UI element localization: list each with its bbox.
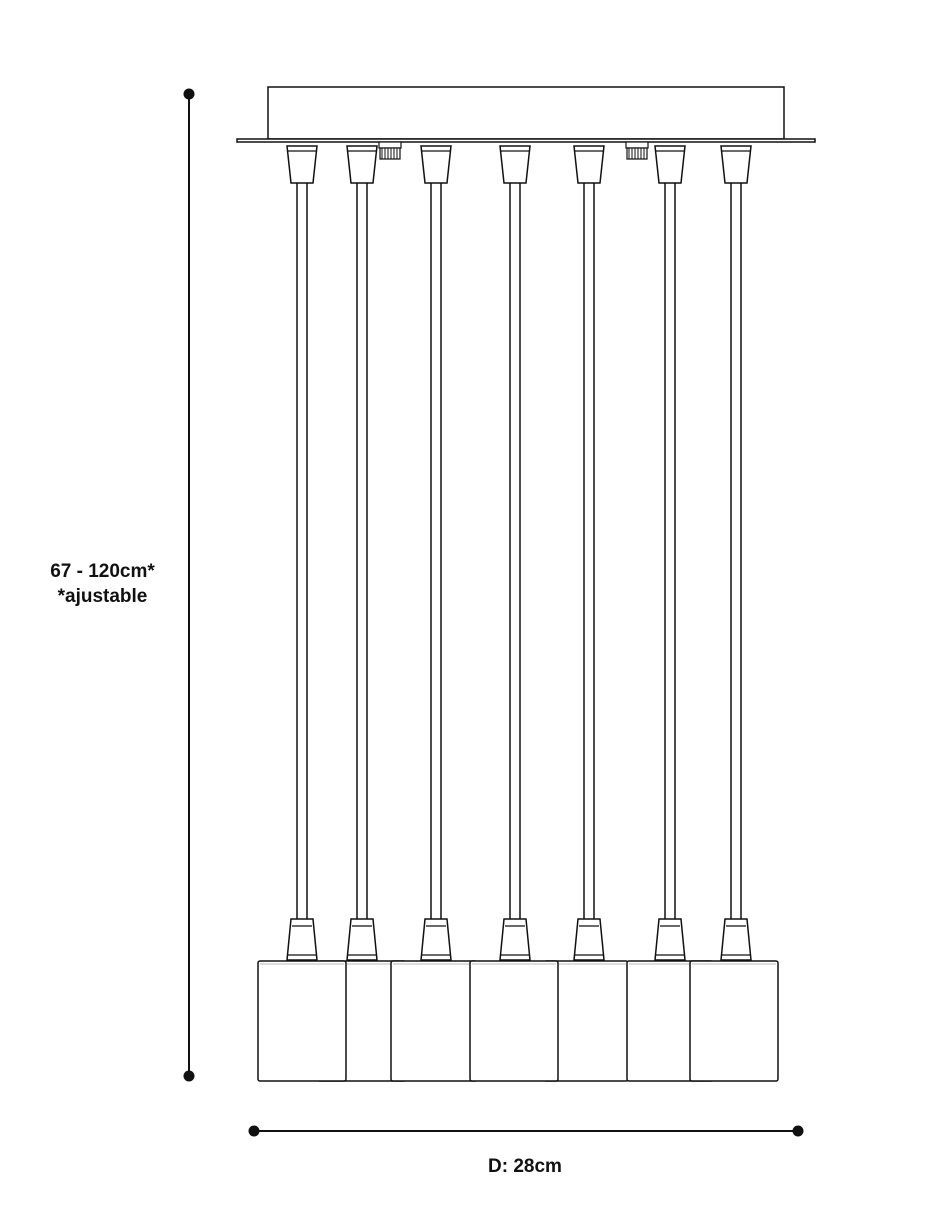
height-range-text: 67 - 120cm* — [50, 561, 155, 582]
width-dimension-left-dot — [248, 1125, 260, 1137]
screw-body — [626, 147, 648, 160]
screw-body — [379, 147, 401, 160]
ceiling-plate — [236, 138, 816, 143]
shade — [257, 960, 347, 1082]
width-dimension-line — [248, 1125, 804, 1137]
cord-grip-top — [420, 145, 452, 184]
canopy-screw — [378, 141, 402, 160]
pendant — [286, 145, 318, 961]
height-dimension-bottom-dot — [183, 1070, 195, 1082]
cord-grip-top — [346, 145, 378, 184]
screw-head — [378, 141, 402, 149]
pendant — [499, 145, 531, 961]
shade — [689, 960, 779, 1082]
canopy-screws — [378, 141, 649, 160]
canopy-box — [267, 86, 785, 140]
bulb-holder — [720, 918, 752, 961]
shade — [469, 960, 559, 1082]
height-adjustable-note: *ajustable — [57, 586, 148, 607]
width-dimension-label: D: 28cm — [488, 1156, 562, 1177]
pendants — [286, 145, 752, 961]
cord-grip-top — [573, 145, 605, 184]
pendant — [720, 145, 752, 961]
height-dimension-line — [183, 88, 195, 1082]
height-dimension-label: 67 - 120cm* *ajustable — [20, 559, 185, 609]
bulb-holder — [346, 918, 378, 961]
shades — [257, 960, 779, 1082]
pendant — [654, 145, 686, 961]
bulb-holder — [420, 918, 452, 961]
pendant — [573, 145, 605, 961]
width-dimension-right-dot — [792, 1125, 804, 1137]
bulb-holder — [499, 918, 531, 961]
cord-grip-top — [286, 145, 318, 184]
ceiling-canopy — [236, 86, 816, 143]
pendant — [420, 145, 452, 961]
pendant — [346, 145, 378, 961]
shade — [390, 960, 478, 1082]
canopy-screw — [625, 141, 649, 160]
height-dimension-top-dot — [183, 88, 195, 100]
cord-grip-top — [654, 145, 686, 184]
cord-grip-top — [720, 145, 752, 184]
bulb-holder — [654, 918, 686, 961]
cord-grip-top — [499, 145, 531, 184]
bulb-holder — [286, 918, 318, 961]
screw-head — [625, 141, 649, 149]
bulb-holder — [573, 918, 605, 961]
